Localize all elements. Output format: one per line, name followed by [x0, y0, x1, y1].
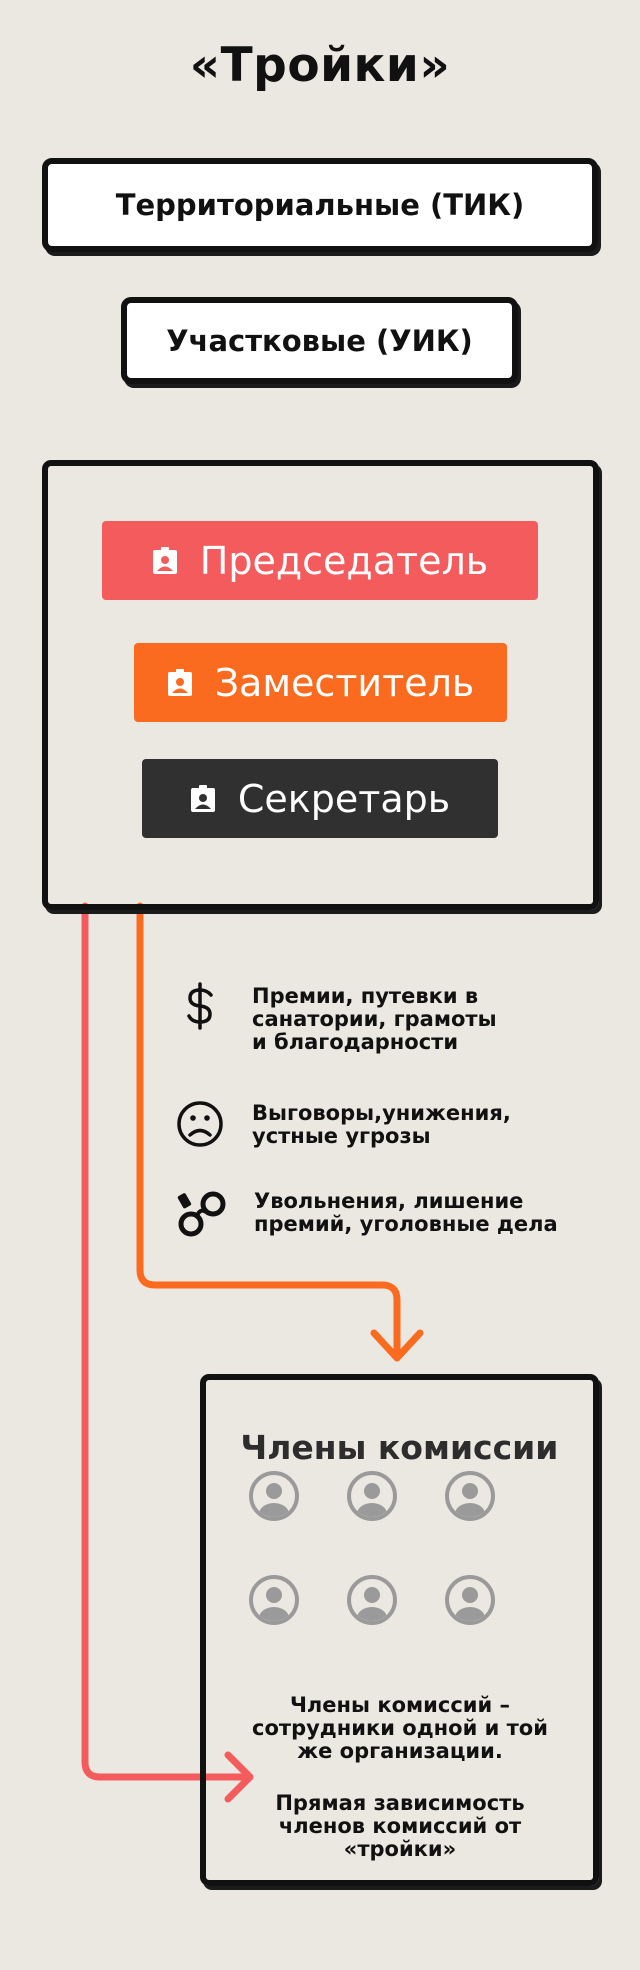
trio-box [42, 460, 599, 910]
pressure-item-dismissals: Увольнения, лишение премий, уголовные де… [254, 1190, 558, 1236]
text-line: санатории, грамоты [252, 1007, 497, 1031]
sad-face-icon [177, 1101, 223, 1147]
handcuffs-icon [177, 1191, 226, 1237]
text-line: и благодарности [252, 1030, 459, 1054]
avatar-icon [347, 1575, 397, 1625]
red-arrowhead [224, 1751, 254, 1803]
members-title: Члены комиссии [240, 1428, 559, 1467]
dollar-icon [187, 982, 213, 1030]
avatar-icon [445, 1471, 495, 1521]
precinct-commissions-box: Участковые (УИК) [121, 297, 518, 384]
badge-icon [152, 546, 177, 574]
page-title: «Тройки» [189, 38, 451, 93]
avatar-icon [249, 1575, 299, 1625]
text-line: же организации. [297, 1739, 503, 1763]
text-line: Увольнения, лишение [254, 1189, 524, 1213]
avatar-icon [445, 1575, 495, 1625]
role-label: Председатель [199, 538, 489, 583]
orange-arrowhead [370, 1329, 424, 1362]
role-label: Заместитель [214, 660, 475, 705]
orange-arrow [136, 902, 401, 1354]
members-note: Члены комиссий – сотрудники одной и той … [220, 1694, 580, 1763]
red-arrow [81, 902, 249, 1781]
text-line: премий, уголовные дела [254, 1212, 558, 1236]
text-line: членов комиссий от [278, 1814, 522, 1838]
dependency-note: Прямая зависимость членов комиссий от «т… [220, 1792, 580, 1861]
territorial-commissions-box: Территориальные (ТИК) [42, 158, 598, 252]
text-line: «тройки» [343, 1837, 457, 1861]
pressure-item-reprimands: Выговоры,унижения, устные угрозы [252, 1102, 511, 1148]
role-deputy: Заместитель [134, 643, 507, 722]
role-secretary: Секретарь [142, 759, 498, 838]
badge-icon [190, 784, 215, 812]
pressure-item-rewards: Премии, путевки в санатории, грамоты и б… [252, 985, 497, 1054]
text-line: Премии, путевки в [252, 984, 479, 1008]
role-label: Секретарь [237, 776, 451, 821]
text-line: устные угрозы [252, 1124, 431, 1148]
text-line: Выговоры,унижения, [252, 1101, 511, 1125]
text-line: Прямая зависимость [275, 1791, 525, 1815]
text-line: Члены комиссий – [289, 1693, 511, 1717]
badge-icon [167, 668, 192, 696]
text-line: сотрудники одной и той [252, 1716, 548, 1740]
members-box [200, 1374, 599, 1886]
avatar-icon [249, 1471, 299, 1521]
avatar-icon [347, 1471, 397, 1521]
role-chairman: Председатель [102, 521, 538, 600]
